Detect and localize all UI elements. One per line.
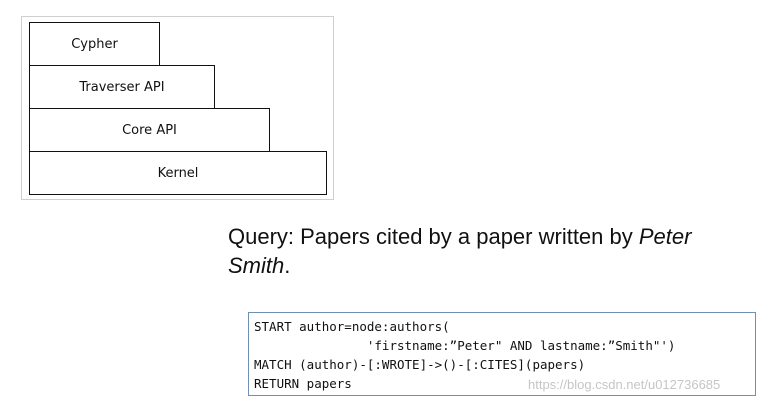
query-author-last: Smith [228,253,285,278]
code-line-start: START author=node:authors( [254,319,450,334]
code-line-match: MATCH (author)-[:WROTE]->()-[:CITES](pap… [254,357,586,372]
layer-kernel-label: Kernel [157,165,199,181]
watermark: https://blog.csdn.net/u012736685 [528,377,721,392]
cypher-code-block: START author=node:authors( 'firstname:”P… [248,312,756,396]
layer-traverser-api: Traverser API [29,65,215,109]
code-line-return: RETURN papers [254,376,352,391]
query-prefix: Query: Papers cited by a paper written b… [228,224,639,249]
query-suffix: . [284,253,291,278]
layer-kernel: Kernel [29,151,327,195]
query-author-first: Peter [638,224,692,249]
layer-cypher: Cypher [29,22,160,66]
layer-core-api: Core API [29,108,270,152]
layer-cypher-label: Cypher [71,36,118,52]
query-description: Query: Papers cited by a paper written b… [228,222,758,280]
layer-traverser-api-label: Traverser API [79,79,165,95]
layer-core-api-label: Core API [122,122,177,138]
code-line-filter: 'firstname:”Peter" AND lastname:”Smith"'… [254,338,676,353]
